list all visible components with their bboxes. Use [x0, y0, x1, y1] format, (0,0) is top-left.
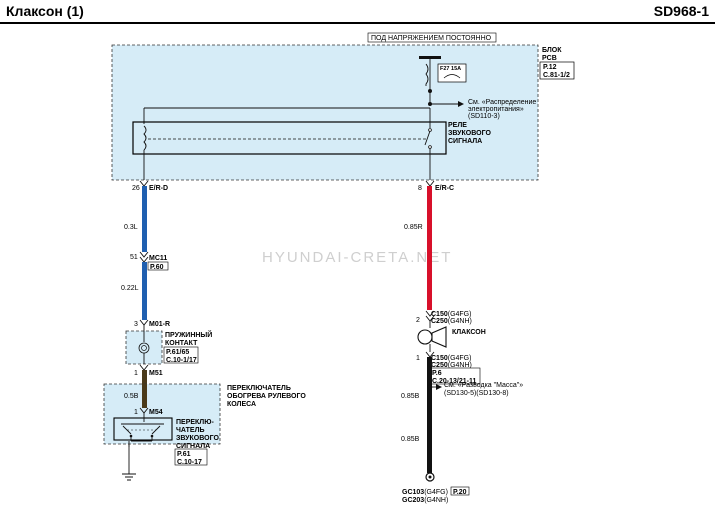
conn-c250-bottom: C250(G4NH)	[431, 362, 472, 369]
page-header: Клаксон (1) SD968-1	[0, 0, 715, 24]
pcb-see-3: (SD110-3)	[468, 113, 500, 120]
watermark: HYUNDAI-CRETA.NET	[262, 249, 452, 266]
clock-spring-ref-1: P.61/65	[166, 349, 189, 356]
ground-icon-left	[122, 473, 136, 481]
wire-label-0-85b-1: 0.85B	[401, 393, 420, 400]
page-title: Клаксон (1)	[6, 3, 84, 19]
wire-label-0-22l: 0.22L	[121, 285, 139, 292]
clock-spring-label-2: КОНТАКТ	[165, 340, 198, 347]
gc203: GC203(G4NH)	[402, 497, 448, 504]
clock-spring-label-1: ПРУЖИННЫЙ	[165, 330, 212, 339]
relay-label-3: СИГНАЛА	[448, 138, 482, 145]
gc-ref-box	[450, 486, 470, 496]
pcb-ref-box	[539, 61, 575, 80]
horn-ref-2: C.20-13/21-11	[432, 378, 476, 385]
heater-switch-box	[103, 383, 221, 445]
wire-label-0-3l: 0.3L	[124, 224, 138, 231]
relay-switch-icon	[424, 130, 431, 146]
clock-spring-ref-2: C.10-1/17	[166, 357, 197, 364]
pcb-block-label-1: БЛОК	[542, 47, 562, 54]
conn-m01-r: M01-R	[149, 321, 170, 328]
wire-black	[427, 357, 432, 473]
horn-switch-label-2: ЧАТЕЛЬ	[176, 427, 205, 434]
wire-brown-1	[142, 370, 147, 384]
wire-brown-2	[142, 384, 147, 408]
relay-coil-icon	[143, 125, 147, 151]
conn-c250-top: C250(G4NH)	[431, 318, 472, 325]
horn-switch-ref-1: P.61	[177, 451, 191, 458]
conn-er-d: E/R-D	[149, 185, 168, 192]
conn-c150-bottom: C150(G4FG)	[431, 355, 471, 362]
conn-m54: M54	[149, 409, 163, 416]
pin-26: 26	[132, 185, 140, 192]
diagram-code: SD968-1	[653, 3, 709, 19]
horn-switch-ref-2: C.10-17	[177, 459, 202, 466]
pin-1-m51: 1	[134, 370, 138, 377]
relay-label-2: ЗВУКОВОГО	[448, 130, 491, 137]
fuse-symbol	[425, 63, 429, 86]
fuse-icon	[443, 74, 461, 79]
conn-er-c: E/R-C	[435, 185, 454, 192]
heater-label-3: КОЛЕСА	[227, 401, 256, 408]
relay-label-1: РЕЛЕ	[448, 122, 467, 129]
mc11-ref: P.60	[150, 264, 164, 271]
fuse-label: F27 15A	[440, 66, 461, 72]
gc103: GC103(G4FG)	[402, 489, 448, 496]
header-rule	[0, 22, 715, 24]
wire-label-0-85r: 0.85R	[404, 224, 423, 231]
horn-icon	[417, 326, 447, 348]
conn-m51: M51	[149, 370, 163, 377]
pin-1-m54: 1	[134, 409, 138, 416]
pin-8: 8	[418, 185, 422, 192]
horn-switch-box	[113, 417, 173, 441]
pcb-see-1: См. «Распределение	[468, 99, 536, 106]
ground-see-1: См. «Разводка "Масса"»	[444, 382, 523, 389]
pcb-see-2: электропитания»	[468, 106, 524, 113]
hot-label: ПОД НАПРЯЖЕНИЕМ ПОСТОЯННО	[371, 35, 492, 42]
heater-label-1: ПЕРЕКЛЮЧАТЕЛЬ	[227, 385, 291, 392]
wire-label-0-85b-2: 0.85B	[401, 436, 420, 443]
hot-label-box	[367, 32, 497, 43]
pcb-ref-2: C.81-1/2	[543, 72, 570, 79]
wire-red	[427, 186, 432, 310]
horn-switch-label-4: СИГНАЛА	[176, 443, 210, 450]
pcb-ref-1: P.12	[543, 64, 557, 71]
wire-blue-2	[142, 262, 147, 320]
pin-2: 2	[416, 317, 420, 324]
gc-ref: P.20	[453, 489, 467, 496]
pin-51: 51	[130, 254, 138, 261]
heater-label-2: ОБОГРЕВА РУЛЕВОГО	[227, 393, 306, 400]
pcb-block	[111, 44, 539, 181]
pcb-block-label-2: PCB	[542, 55, 557, 62]
wire-label-0-5b: 0.5B	[124, 393, 139, 400]
wire-blue-1	[142, 186, 147, 252]
ground-see-2: (SD130-5)(SD130-8)	[444, 390, 509, 397]
pin-3: 3	[134, 321, 138, 328]
arrow-right-icon	[436, 384, 442, 390]
arrow-right-icon	[458, 101, 464, 107]
mc11-ref-box	[147, 261, 169, 271]
horn-switch-ref-box	[174, 448, 208, 466]
connector-chevron-icon	[139, 180, 149, 187]
horn-label: КЛАКСОН	[452, 329, 486, 336]
conn-c150-top: C150(G4FG)	[431, 311, 471, 318]
clock-spring-ref-box	[163, 346, 199, 364]
power-bus	[419, 56, 441, 59]
horn-switch-label-1: ПЕРЕКЛЮ-	[176, 419, 214, 426]
horn-ref-1: P.6	[432, 370, 442, 377]
horn-switch-label-3: ЗВУКОВОГО	[176, 435, 219, 442]
conn-mc11: MC11	[149, 255, 167, 262]
relay-box	[132, 121, 447, 155]
pin-1-horn: 1	[416, 355, 420, 362]
